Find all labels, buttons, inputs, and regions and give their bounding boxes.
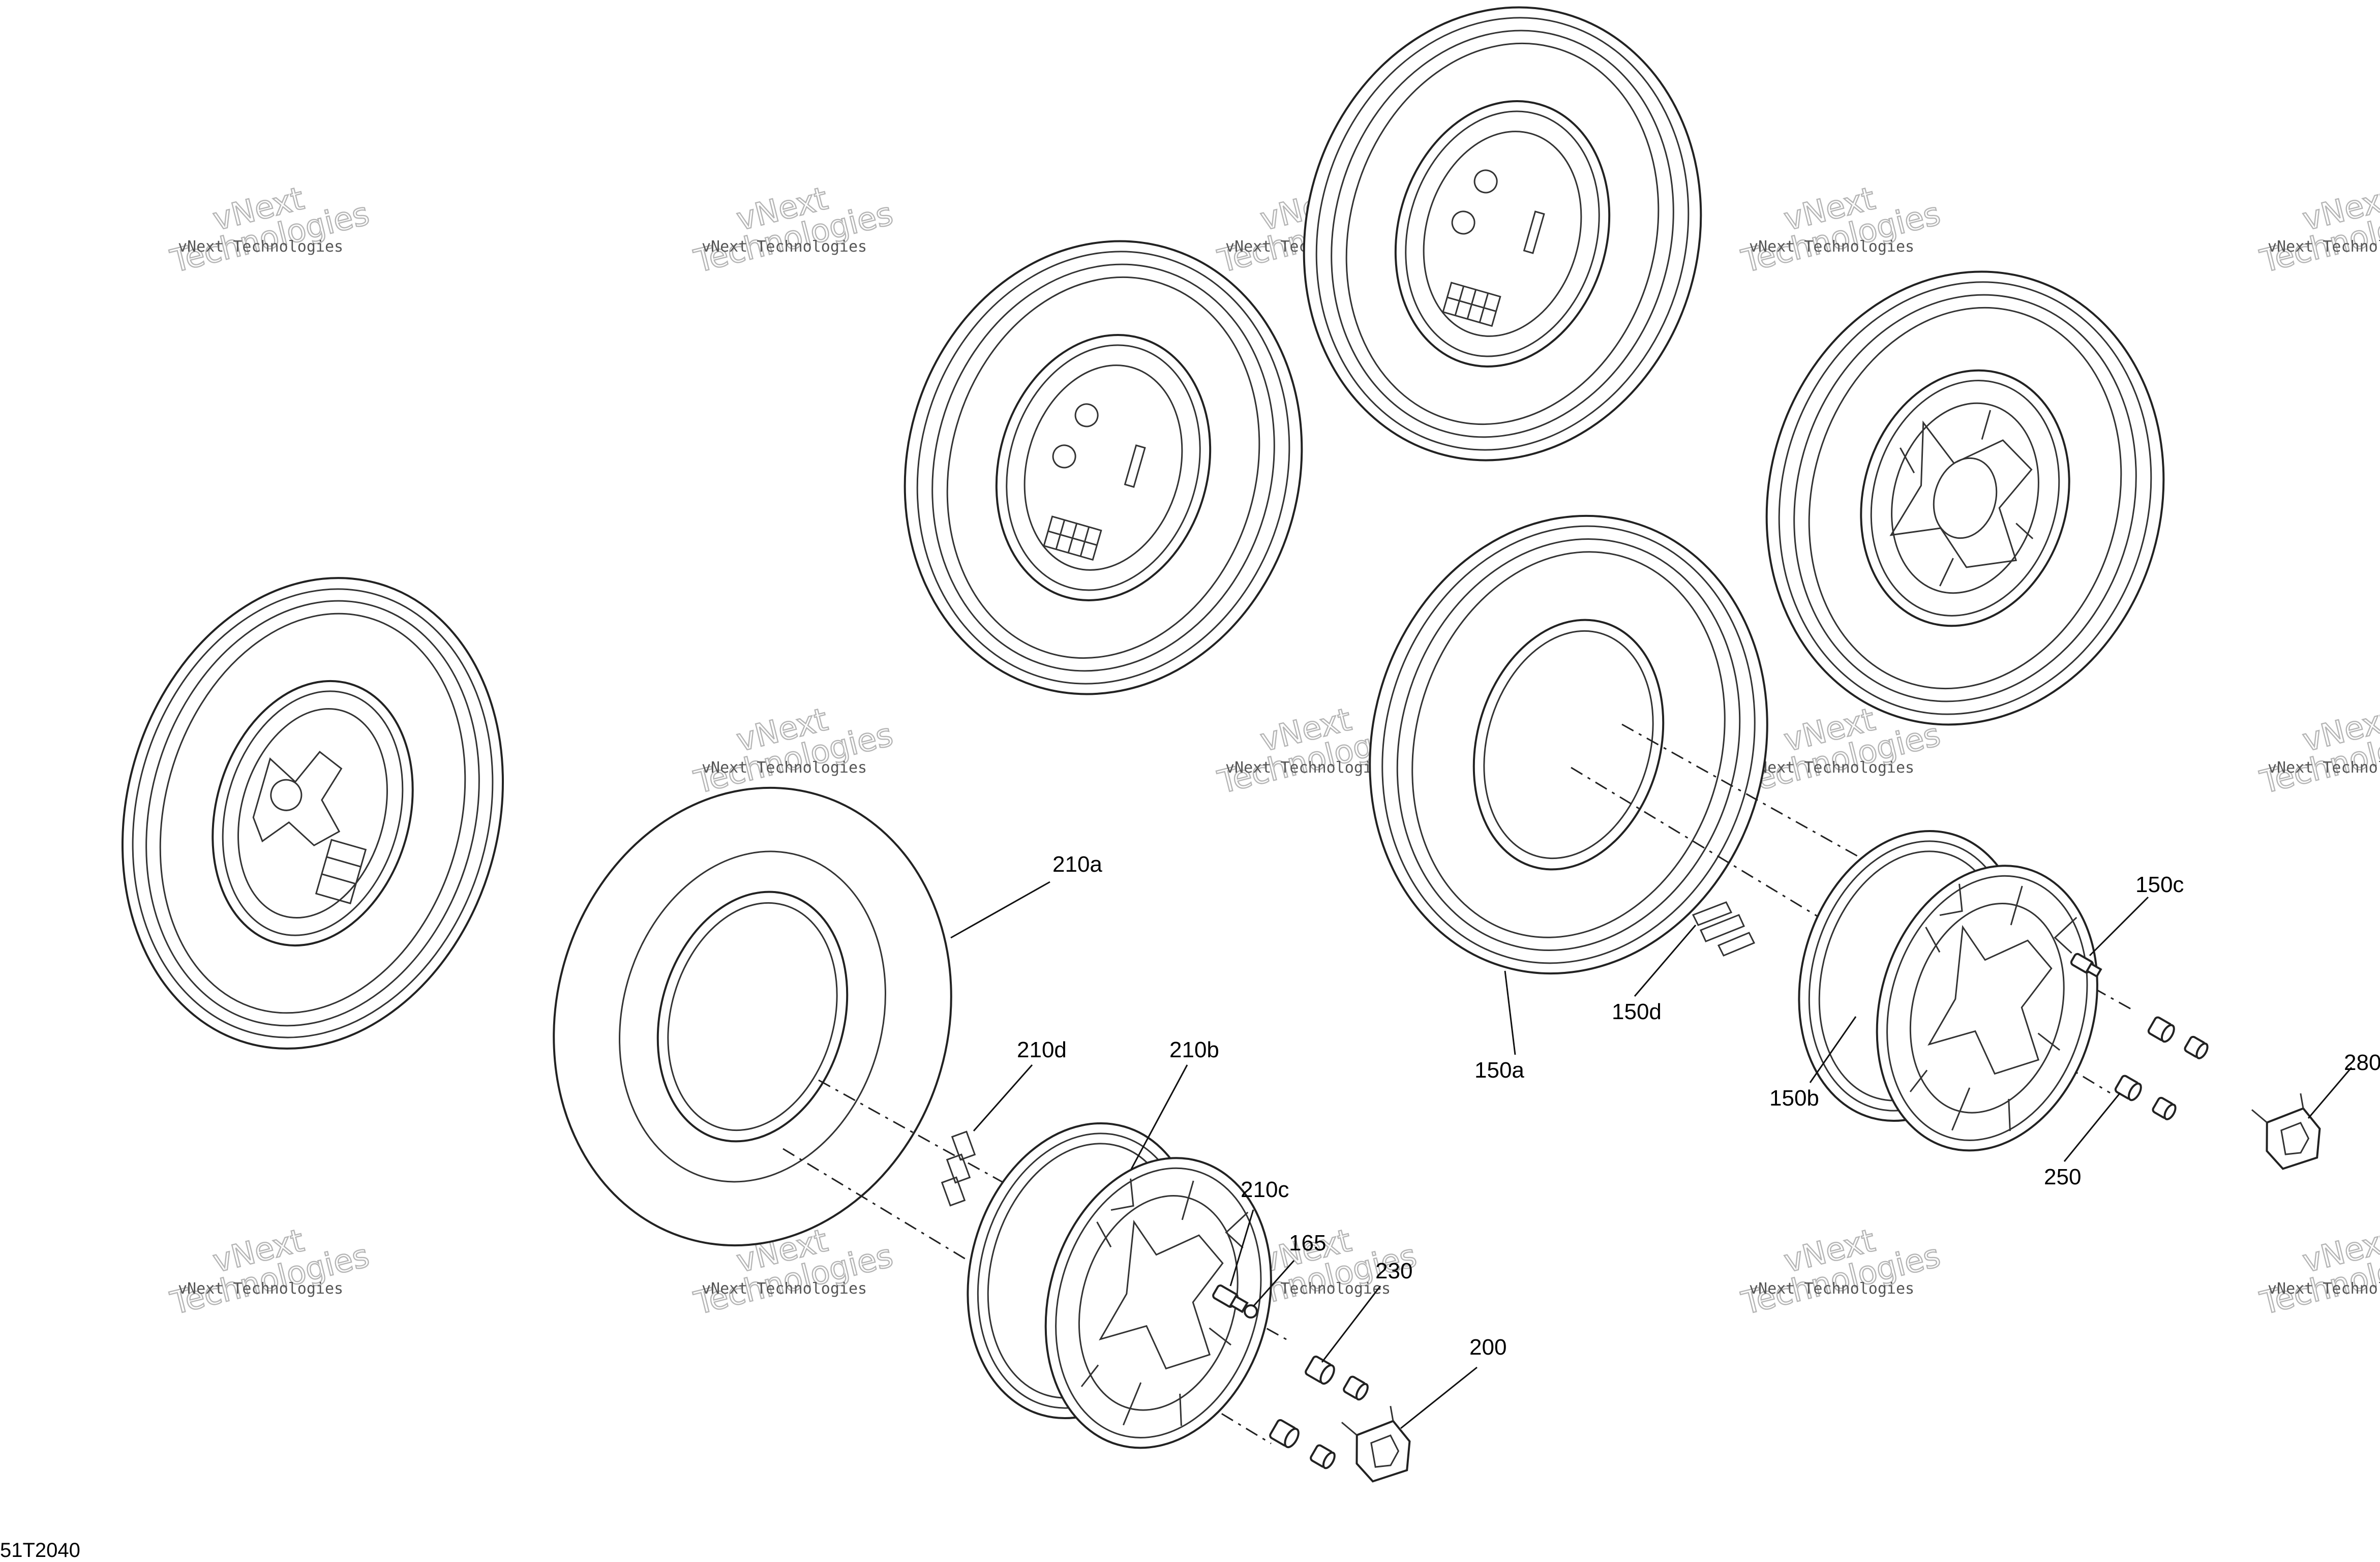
assembled-wheel-top-center	[1303, 6, 1702, 462]
rim-150b	[1798, 830, 2098, 1152]
watermark: Technologies vNext vNext Technologies	[2256, 1221, 2380, 1323]
svg-text:vNext Technologies: vNext Technologies	[1749, 238, 1914, 256]
leader-210a	[950, 881, 1050, 939]
leader-230	[1321, 1285, 1381, 1363]
hub-cap-280	[2251, 1093, 2321, 1170]
leader-150d	[1634, 925, 1697, 997]
leader-lines	[950, 881, 2353, 1429]
leader-165	[1252, 1260, 1295, 1307]
callout-165: 165	[1289, 1231, 1326, 1255]
watermark: Technologies vNext vNext Technologies	[2256, 179, 2380, 281]
assembled-wheel-left	[121, 577, 504, 1050]
tire-150a	[1369, 514, 1768, 975]
valve-cap-165	[1244, 1304, 1258, 1319]
balance-weights-210d	[941, 1130, 976, 1207]
hub-cap-200	[1341, 1405, 1411, 1483]
exploded-wheel-150	[1369, 514, 2321, 1170]
leader-150c	[2089, 896, 2149, 957]
callout-280: 280	[2344, 1050, 2380, 1075]
svg-text:vNext Technologies: vNext Technologies	[178, 238, 343, 256]
svg-text:vNext Technologies: vNext Technologies	[178, 1280, 343, 1298]
drawing-reference: 51T2040	[0, 1539, 80, 1561]
leader-210c	[1229, 1209, 1254, 1287]
callout-210c: 210c	[1241, 1177, 1289, 1202]
svg-text:vNext Technologies: vNext Technologies	[1749, 759, 1914, 777]
valve-stem-210c	[1212, 1284, 1249, 1313]
leader-210b	[1130, 1064, 1188, 1170]
assembled-wheel-upper-left	[903, 240, 1303, 695]
callout-150a: 150a	[1474, 1058, 1524, 1083]
watermark: Technologies vNext vNext Technologies	[166, 179, 373, 281]
svg-text:vNext Technologies: vNext Technologies	[2268, 759, 2380, 777]
lug-nuts-250	[2114, 1016, 2209, 1120]
leader-280	[2307, 1067, 2353, 1119]
balance-weights-150d	[1692, 901, 1756, 957]
callout-150c: 150c	[2135, 872, 2184, 897]
leader-210d	[973, 1064, 1033, 1131]
callout-210a: 210a	[1052, 852, 1102, 877]
watermark: Technologies vNext vNext Technologies	[690, 700, 897, 802]
watermark: Technologies vNext vNext Technologies	[2256, 700, 2380, 802]
callout-200: 200	[1469, 1335, 1507, 1360]
svg-text:vNext Technologies: vNext Technologies	[702, 1280, 867, 1298]
assembled-wheel-right	[1765, 270, 2165, 726]
callout-210b: 210b	[1169, 1037, 1219, 1062]
leader-250	[2063, 1092, 2121, 1162]
callout-230: 230	[1375, 1259, 1412, 1283]
callout-labels: 210a 210d 210b 210c 165 230 200 150a 150…	[1017, 852, 2380, 1360]
watermark: Technologies vNext vNext Technologies	[690, 179, 897, 281]
lug-nuts-230	[1269, 1355, 1369, 1469]
exploded-wheel-210	[553, 786, 1411, 1483]
watermark: Technologies vNext vNext Technologies	[1737, 1221, 1944, 1323]
callout-250: 250	[2044, 1165, 2081, 1189]
svg-text:vNext Technologies: vNext Technologies	[702, 238, 867, 256]
watermark: Technologies vNext vNext Technologies	[1737, 179, 1944, 281]
svg-text:vNext Technologies: vNext Technologies	[1225, 759, 1391, 777]
leader-150a	[1504, 970, 1516, 1055]
leader-150b	[1809, 1016, 1857, 1083]
svg-text:vNext Technologies: vNext Technologies	[1749, 1280, 1914, 1298]
valve-stem-150c	[2070, 953, 2102, 978]
watermark: Technologies vNext vNext Technologies	[166, 1221, 373, 1323]
svg-text:vNext Technologies: vNext Technologies	[2268, 238, 2380, 256]
callout-210d: 210d	[1017, 1037, 1067, 1062]
tire-210a	[553, 786, 952, 1247]
rim-210b	[967, 1122, 1272, 1449]
svg-text:vNext Technologies: vNext Technologies	[2268, 1280, 2380, 1298]
leader-200	[1400, 1366, 1478, 1429]
callout-150d: 150d	[1612, 999, 1662, 1024]
svg-text:vNext Technologies: vNext Technologies	[702, 759, 867, 777]
callout-150b: 150b	[1769, 1086, 1819, 1111]
